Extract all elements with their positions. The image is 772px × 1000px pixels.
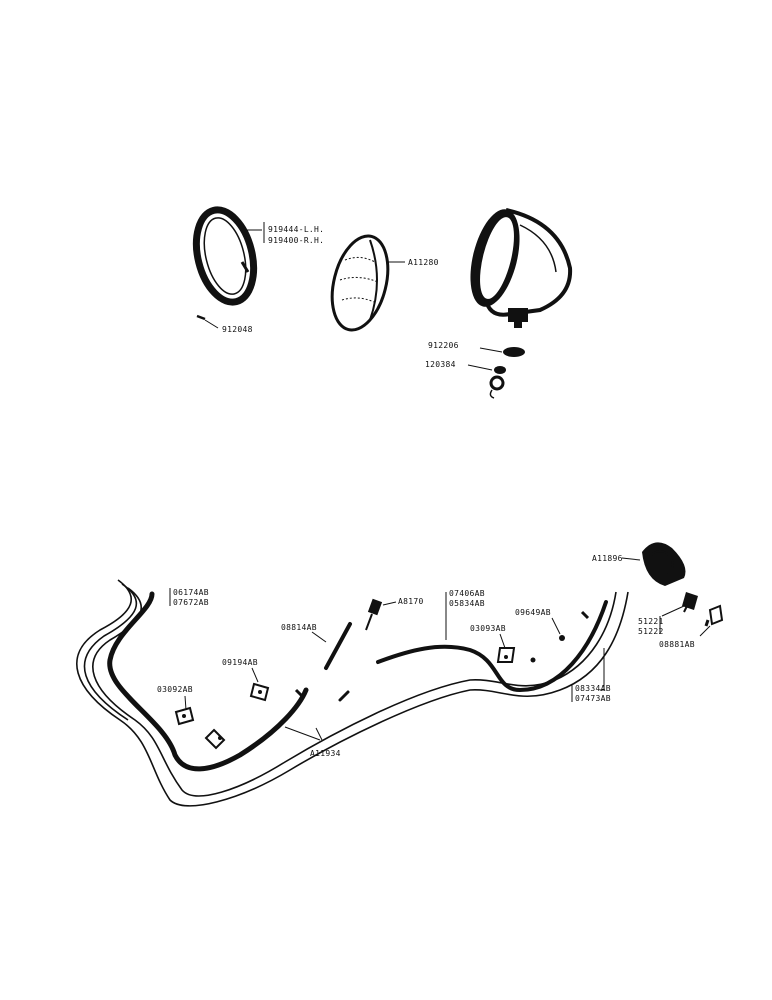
label-plug: 08881AB [659, 640, 695, 649]
leader-dome-lamp [621, 557, 641, 561]
label-bezel-lh: 919444-L.H. [268, 225, 324, 234]
label-grommet-top-a: 06174AB [173, 588, 209, 597]
leader-loom-center [311, 631, 327, 643]
label-loom-right-b: 07473AB [575, 694, 611, 703]
terminal-icon [682, 592, 698, 613]
washer-icon [503, 347, 525, 357]
label-clip-mid: 03093AB [470, 624, 506, 633]
screw-small-icon [530, 657, 536, 663]
label-clip-left-b: 03092AB [157, 685, 193, 694]
clip-far-icon [559, 635, 565, 641]
label-grommet-top-b: 07672AB [173, 598, 209, 607]
label-screw: 912048 [222, 325, 253, 334]
loom-center-segment [324, 622, 352, 670]
leader-washer [479, 347, 503, 353]
plug-icon [704, 604, 724, 627]
nut-icon [489, 366, 506, 399]
loom-mid-segment [376, 600, 608, 693]
clip-left-b-icon [174, 706, 195, 726]
leader-clip-mid [499, 633, 506, 649]
label-sealed-beam: A11280 [408, 258, 439, 267]
label-connector: A8170 [398, 597, 424, 606]
leader-nut [467, 364, 493, 371]
label-clip-left-a: 09194AB [222, 658, 258, 667]
label-terminal-b: 51222 [638, 627, 664, 636]
leader-connector [382, 601, 397, 606]
leader-clip-left-b [184, 695, 187, 711]
leader-screw [204, 319, 219, 329]
label-clip-far: 09649AB [515, 608, 551, 617]
leader-harness-a [284, 726, 321, 741]
leader-plug [699, 625, 711, 637]
label-loom-right-a: 08334AB [575, 684, 611, 693]
leader-loom-right [600, 648, 605, 691]
headlamp-bezel-ring [192, 206, 258, 306]
leader-clip-left-a [251, 667, 259, 683]
leader-clip-far [551, 617, 561, 635]
harness-outer-band [76, 579, 629, 807]
label-loom-mid-b: 05834AB [449, 599, 485, 608]
loom-small-segment [338, 690, 350, 702]
label-loom-center: 08814AB [281, 623, 317, 632]
connector-icon [365, 598, 383, 631]
leader-harness-b [315, 727, 323, 741]
clip-mid-icon [496, 647, 516, 663]
label-nut: 120384 [425, 360, 456, 369]
leader-terminal [661, 605, 685, 617]
label-washer: 912206 [428, 341, 459, 350]
clip-small-icon [580, 610, 590, 620]
label-loom-mid-a: 07406AB [449, 589, 485, 598]
label-bezel-rh: 919400-R.H. [268, 236, 324, 245]
label-harness: A11934 [310, 749, 341, 758]
harness-inner-band [92, 587, 617, 797]
label-dome-lamp: A11896 [592, 554, 623, 563]
harness-loom-thick [107, 591, 309, 772]
sealed-beam-unit [330, 234, 390, 332]
clip-tiny-icon [294, 688, 306, 700]
screw-icon [196, 314, 206, 321]
clip-left-a-icon [249, 682, 270, 702]
clip-left-c-icon [204, 728, 226, 750]
headlamp-housing [470, 208, 573, 328]
label-terminal-a: 51221 [638, 617, 664, 626]
harness-inner-band-2 [83, 583, 138, 721]
dome-lamp-icon [642, 542, 686, 586]
